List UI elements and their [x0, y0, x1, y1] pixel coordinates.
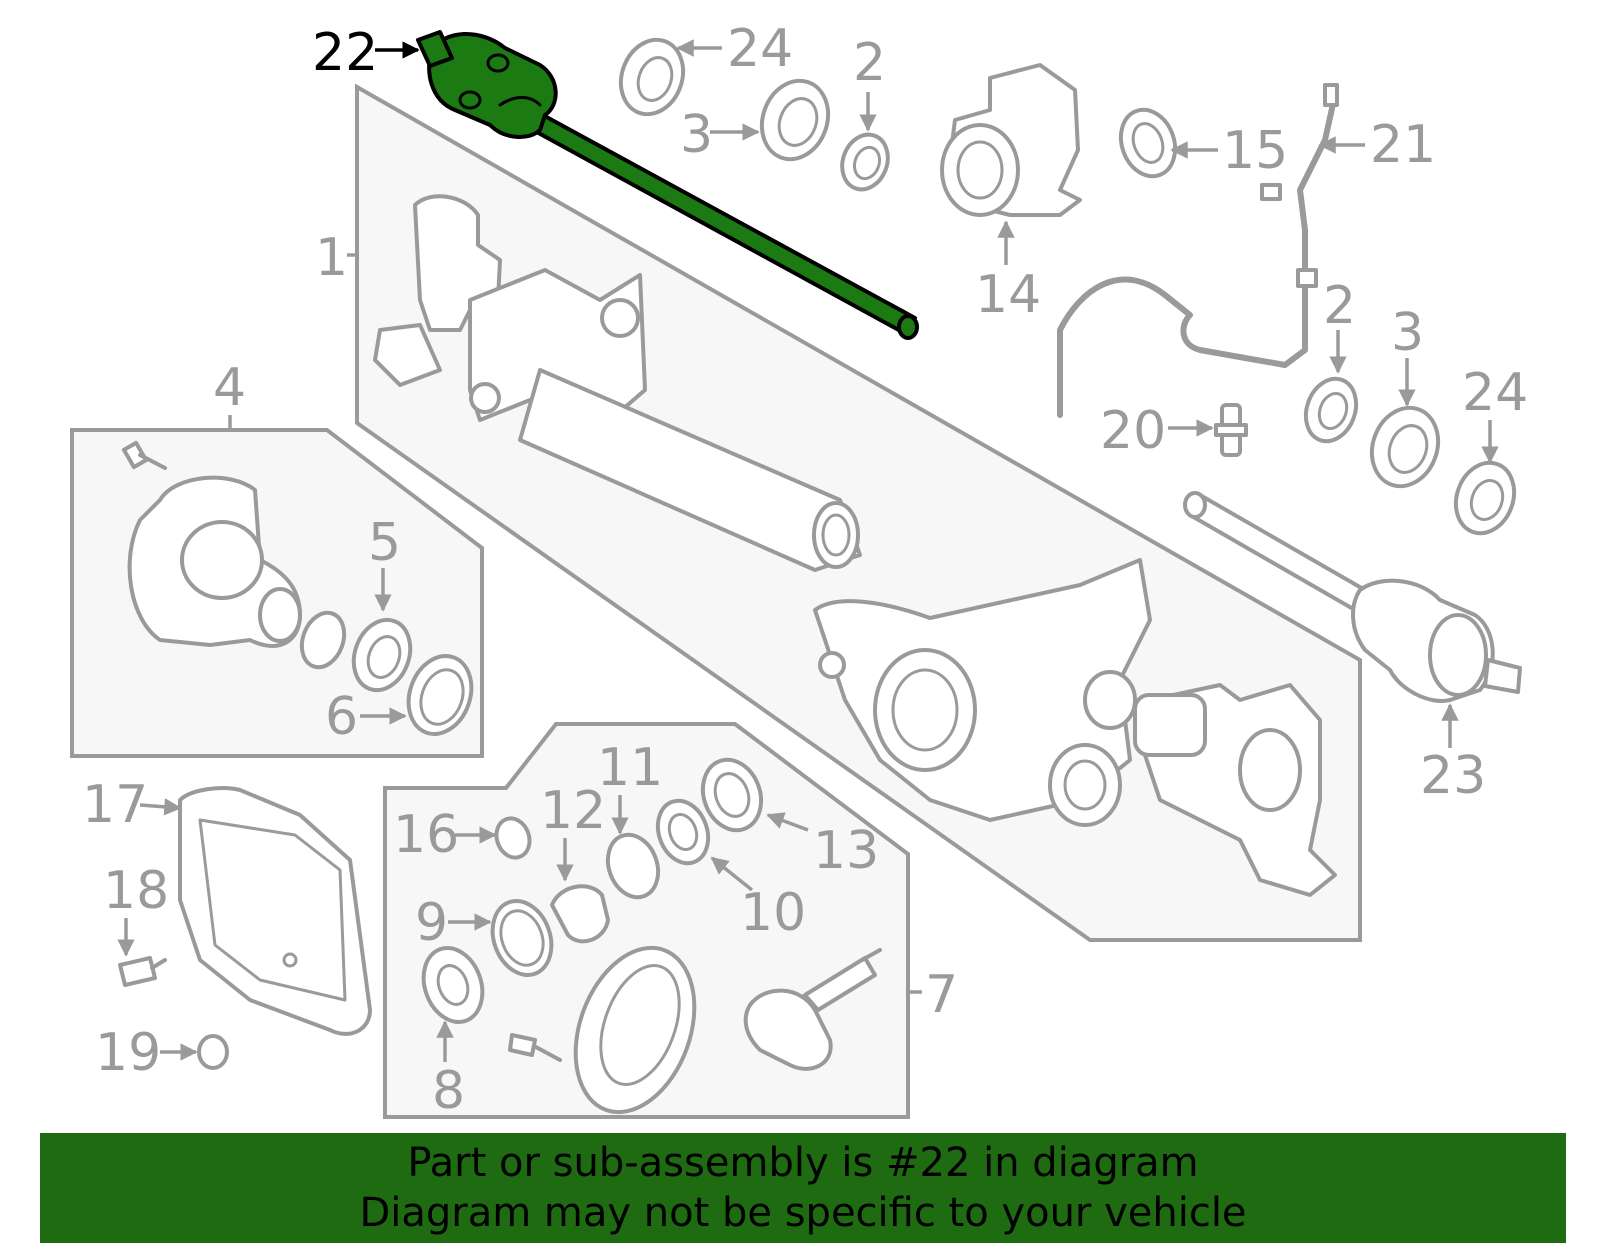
seal-part-13[interactable] — [693, 752, 770, 839]
callout-7: 7 — [925, 965, 958, 1025]
callout-2-right: 2 — [1323, 276, 1356, 336]
callout-17: 17 — [82, 775, 148, 835]
callout-5: 5 — [368, 513, 401, 573]
seal-part-15[interactable] — [1112, 102, 1184, 184]
pinion-gear-part-7[interactable] — [743, 948, 882, 1071]
shim-part-11[interactable] — [600, 828, 667, 905]
callout-16: 16 — [393, 805, 459, 865]
bearing-part-5[interactable] — [344, 612, 419, 698]
seal-part-2-top[interactable] — [835, 128, 895, 196]
seal-part-24-top[interactable] — [611, 31, 693, 123]
callout-2-top: 2 — [853, 33, 886, 93]
arrow-13 — [766, 812, 809, 832]
callout-14: 14 — [975, 265, 1041, 325]
race-part-9[interactable] — [483, 893, 562, 984]
callout-3-right: 3 — [1391, 303, 1424, 363]
seal-part-24-right[interactable] — [1446, 455, 1523, 542]
callout-10: 10 — [740, 883, 806, 943]
shim-part-5-ring[interactable] — [295, 607, 352, 673]
seal-part-2-right[interactable] — [1298, 372, 1365, 449]
nut-part-19[interactable] — [197, 1034, 229, 1070]
callout-1: 1 — [315, 228, 348, 288]
arrow-17 — [139, 798, 182, 816]
info-banner: Part or sub-assembly is #22 in diagram D… — [40, 1133, 1566, 1243]
callout-21: 21 — [1370, 115, 1436, 175]
ring-gear-part-7[interactable] — [508, 931, 716, 1128]
callout-8: 8 — [432, 1061, 465, 1121]
callout-22: 22 — [312, 23, 378, 83]
cover-part-17[interactable] — [178, 786, 372, 1036]
bolt-part-18[interactable] — [118, 956, 167, 987]
vent-tube-part-21[interactable] — [1057, 83, 1339, 418]
callout-labels: 22 24 2 3 15 21 14 1 2 3 24 20 4 5 6 23 … — [82, 19, 1528, 1121]
bearing-part-8[interactable] — [414, 940, 493, 1031]
bearing-part-10[interactable] — [650, 794, 717, 871]
banner-line-2: Diagram may not be specific to your vehi… — [359, 1190, 1247, 1236]
differential-case-part-4[interactable] — [121, 440, 302, 648]
callout-6: 6 — [325, 687, 358, 747]
callout-24-right: 24 — [1462, 363, 1528, 423]
callout-4: 4 — [213, 358, 246, 418]
breather-part-20[interactable] — [1214, 403, 1248, 457]
callout-13: 13 — [813, 821, 879, 881]
knuckle-part-14[interactable] — [940, 63, 1082, 217]
callout-3-top: 3 — [680, 105, 713, 165]
bearing-part-3-right[interactable] — [1361, 398, 1449, 495]
washer-part-16[interactable] — [491, 814, 535, 863]
callout-18: 18 — [103, 861, 169, 921]
callout-11: 11 — [597, 738, 663, 798]
callout-20: 20 — [1100, 401, 1166, 461]
spacer-part-12[interactable] — [550, 884, 610, 944]
callout-19: 19 — [95, 1023, 161, 1083]
race-part-6[interactable] — [398, 647, 482, 743]
callout-9: 9 — [415, 893, 448, 953]
callout-23: 23 — [1420, 746, 1486, 806]
axle-shaft-part-22[interactable] — [416, 30, 919, 340]
arrow-10 — [710, 856, 754, 892]
callout-15: 15 — [1222, 121, 1288, 181]
axle-housing-part[interactable] — [373, 194, 1337, 897]
leader-arrows — [117, 39, 1499, 1062]
bearing-part-3-top[interactable] — [751, 71, 839, 168]
axle-shaft-part-23[interactable] — [1183, 491, 1522, 703]
callout-24-top: 24 — [727, 19, 793, 79]
callout-12: 12 — [540, 781, 606, 841]
banner-line-1: Part or sub-assembly is #22 in diagram — [407, 1140, 1199, 1186]
